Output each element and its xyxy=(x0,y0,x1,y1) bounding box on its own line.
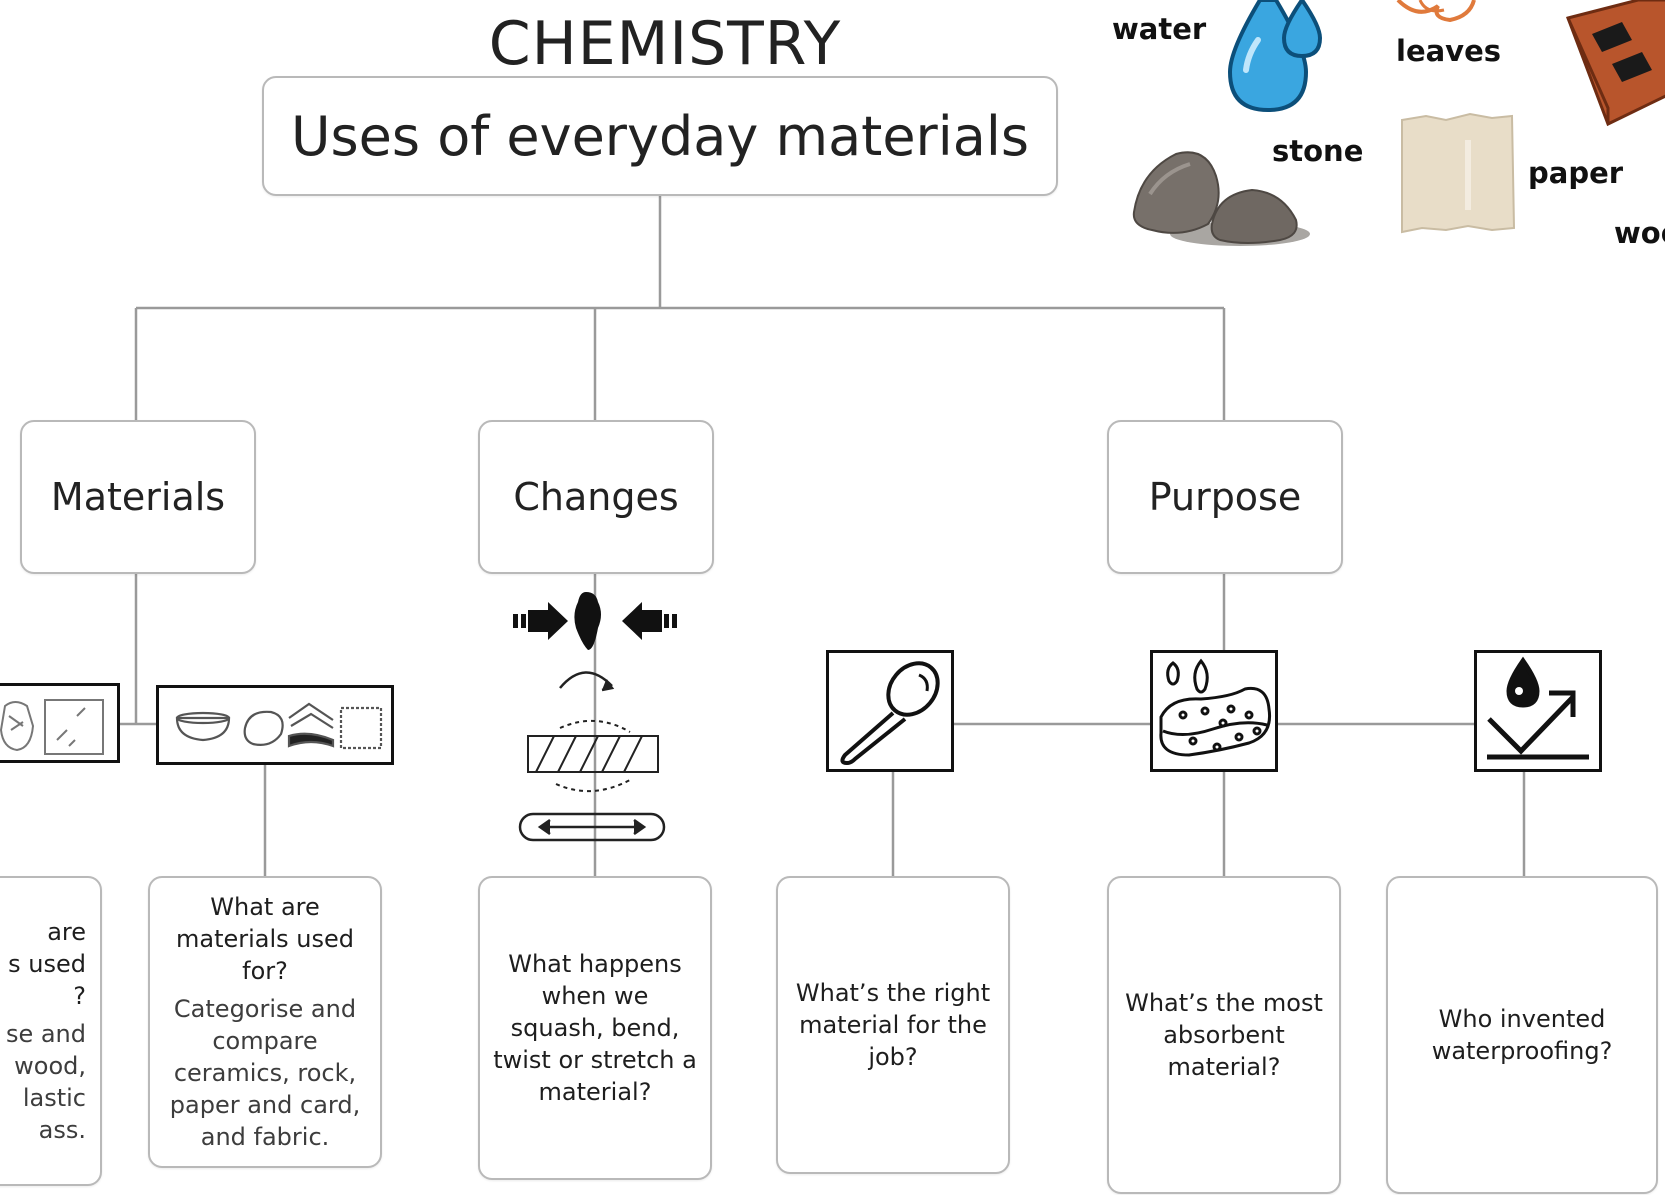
card-question: What happens when we squash, bend, twist… xyxy=(493,950,697,1106)
waterproof-icon xyxy=(1474,650,1602,772)
label-stone: stone xyxy=(1272,134,1364,168)
water-drops-icon xyxy=(1227,0,1323,113)
label-wood: woo xyxy=(1614,216,1665,250)
card-question: are s used ? xyxy=(8,918,86,1010)
brick-icon xyxy=(1566,0,1665,127)
branch-changes: Changes xyxy=(478,420,714,574)
branch-label: Materials xyxy=(50,475,226,519)
branch-label: Purpose xyxy=(1148,475,1302,519)
card-changes: What happens when we squash, bend, twist… xyxy=(478,876,712,1180)
label-water: water xyxy=(1112,12,1207,46)
branch-materials: Materials xyxy=(20,420,256,574)
label-leaves: leaves xyxy=(1396,34,1502,68)
spoon-icon xyxy=(826,650,954,772)
card-absorbent: What’s the most absorbent material? xyxy=(1107,876,1341,1194)
card-question: What’s the right material for the job? xyxy=(795,979,991,1071)
card-right-material: What’s the right material for the job? xyxy=(776,876,1010,1174)
sponge-icon xyxy=(1150,650,1278,772)
label-paper: paper xyxy=(1528,156,1624,190)
card-waterproofing: Who invented waterproofing? xyxy=(1386,876,1658,1194)
paper-sheet-icon xyxy=(1401,112,1516,234)
card-materials-2: What are materials used for? Categorise … xyxy=(148,876,382,1168)
card-question: What’s the most absorbent material? xyxy=(1125,989,1323,1081)
squash-twist-stretch-icon xyxy=(513,592,677,842)
diagram-title: CHEMISTRY xyxy=(430,4,900,84)
squash-arrows-icon xyxy=(513,592,677,650)
stone-icon xyxy=(1132,151,1310,246)
card-materials-1: are s used ? se and wood, lastic ass. xyxy=(0,876,102,1186)
bag-and-glass-icon xyxy=(0,683,120,763)
subtitle: Uses of everyday materials xyxy=(291,104,1029,168)
subtitle-box: Uses of everyday materials xyxy=(262,76,1058,196)
card-question: What are materials used for? xyxy=(175,893,355,985)
twist-icon xyxy=(527,671,659,793)
stretch-icon xyxy=(518,812,666,842)
card-detail: se and wood, lastic ass. xyxy=(5,1020,86,1144)
card-question: Who invented waterproofing? xyxy=(1431,1005,1613,1065)
branch-label: Changes xyxy=(513,475,679,519)
branch-purpose: Purpose xyxy=(1107,420,1343,574)
bowl-rock-fabric-icon xyxy=(156,685,394,765)
card-detail: Categorise and compare ceramics, rock, p… xyxy=(169,995,361,1151)
leaves-icon xyxy=(1396,0,1476,23)
